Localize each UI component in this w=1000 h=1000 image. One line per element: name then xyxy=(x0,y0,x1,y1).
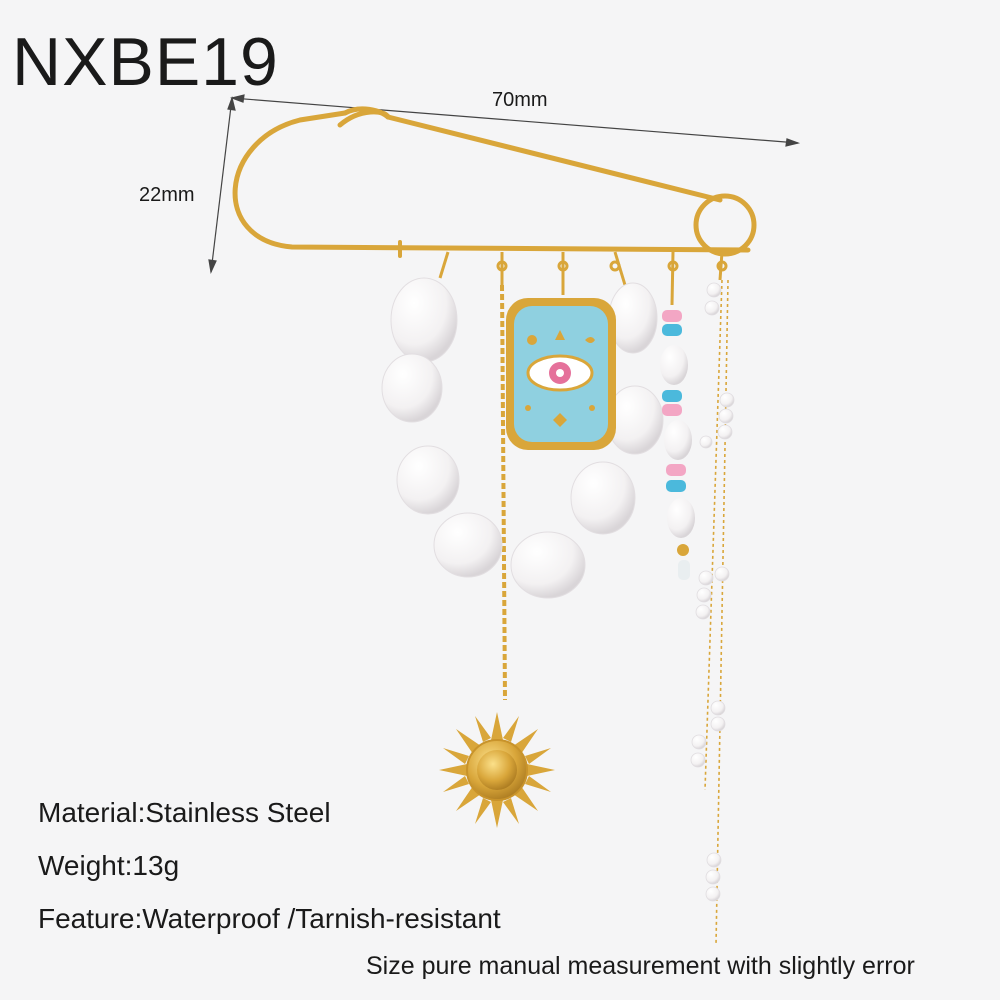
sun-charm xyxy=(439,712,555,828)
fine-pearl-chains xyxy=(690,279,735,946)
measurement-note: Size pure manual measurement with slight… xyxy=(366,952,915,980)
height-dimension-label: 22mm xyxy=(139,184,195,206)
evil-eye-pendant xyxy=(506,298,616,450)
width-dimension-label: 70mm xyxy=(492,89,548,111)
dimension-lines xyxy=(208,94,801,275)
safety-pin xyxy=(232,106,757,258)
weight-spec: Weight:13g xyxy=(38,850,180,881)
product-code: NXBE19 xyxy=(12,24,279,100)
material-spec: Material:Stainless Steel xyxy=(38,797,331,828)
pearl-strand xyxy=(381,277,664,599)
beaded-strand xyxy=(660,310,695,580)
sun-chain xyxy=(500,284,507,701)
drop-loops xyxy=(438,251,728,306)
feature-spec: Feature:Waterproof /Tarnish-resistant xyxy=(38,903,501,934)
